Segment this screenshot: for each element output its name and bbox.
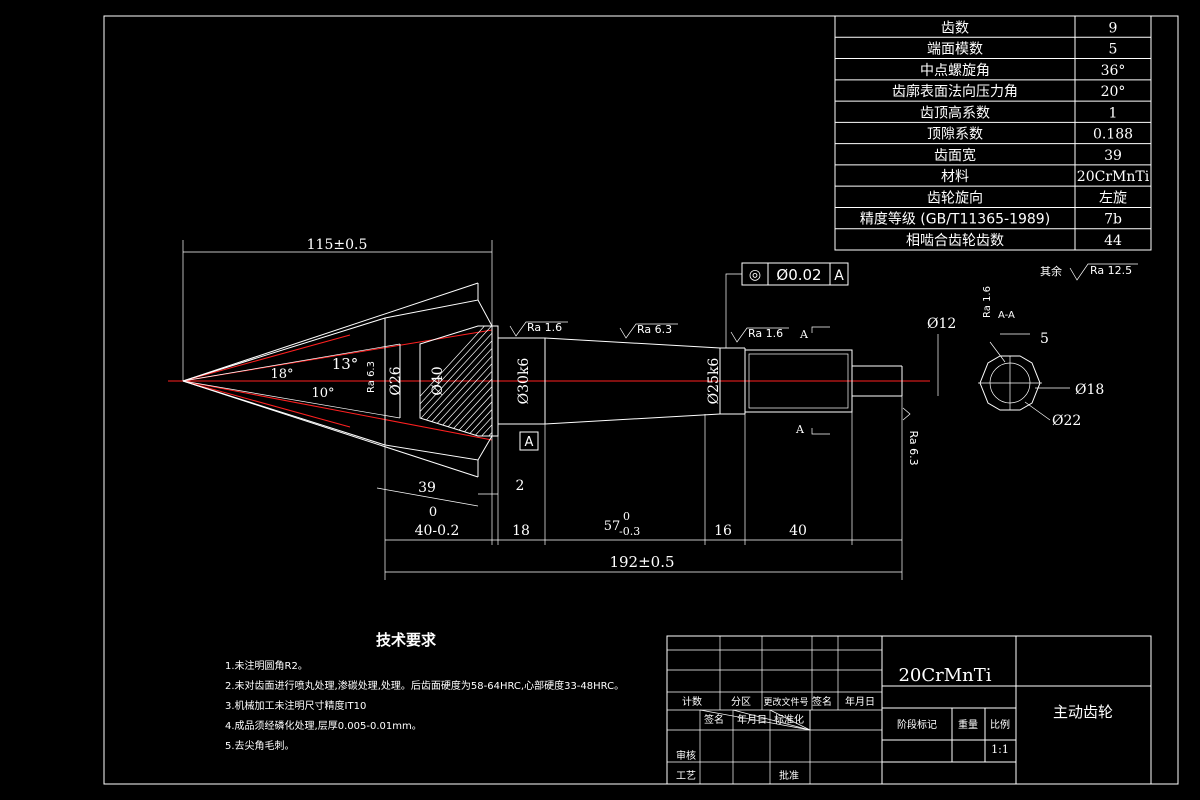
note-item: 2.未对齿面进行喷丸处理,渗碳处理,处理。后齿面硬度为58-64HRC,心部硬度… bbox=[225, 679, 624, 692]
param-label: 齿面宽 bbox=[934, 147, 976, 164]
dia-22: Ø22 bbox=[1052, 413, 1081, 429]
angle-10: 10° bbox=[311, 386, 334, 401]
param-value: 20CrMnTi bbox=[1077, 169, 1150, 185]
param-value: 39 bbox=[1104, 148, 1122, 164]
ra-6-3-shaft: Ra 6.3 bbox=[637, 323, 672, 336]
dim-115: 115±0.5 bbox=[307, 237, 368, 253]
section-view-a-a: A-A Ra 1.6 5 Ø18 Ø22 bbox=[978, 286, 1104, 429]
svg-text:其余: 其余 bbox=[1040, 264, 1062, 278]
param-label: 齿数 bbox=[941, 20, 969, 36]
svg-text:比例: 比例 bbox=[990, 718, 1010, 731]
svg-text:签名: 签名 bbox=[812, 695, 832, 708]
param-value: 1 bbox=[1109, 105, 1118, 121]
svg-text:阶段标记: 阶段标记 bbox=[897, 718, 937, 731]
ra-1-6-shaft: Ra 1.6 bbox=[527, 321, 562, 334]
svg-text:A: A bbox=[834, 268, 844, 284]
svg-text:更改文件号: 更改文件号 bbox=[763, 696, 808, 708]
param-label: 端面模数 bbox=[927, 42, 983, 58]
angle-13: 13° bbox=[332, 355, 359, 373]
dim-192: 192±0.5 bbox=[609, 553, 674, 571]
title-block: 20CrMnTi 主动齿轮 1:1 阶段标记 重量 比例 计数 分区 更改文件号… bbox=[666, 635, 1152, 785]
svg-text:A: A bbox=[525, 435, 534, 450]
dia-40: Ø40 bbox=[430, 366, 446, 395]
svg-text:0: 0 bbox=[623, 510, 630, 523]
param-value: 左旋 bbox=[1099, 190, 1127, 206]
svg-text:签名: 签名 bbox=[704, 713, 724, 726]
dim-18: 18 bbox=[512, 523, 530, 539]
param-value: 5 bbox=[1109, 42, 1118, 58]
svg-text:Ra 12.5: Ra 12.5 bbox=[1090, 264, 1132, 277]
svg-text:年月日: 年月日 bbox=[845, 695, 875, 708]
datum-box bbox=[519, 431, 539, 451]
drawing-frame bbox=[103, 15, 1179, 785]
svg-text:-0.3: -0.3 bbox=[619, 525, 640, 538]
dim-16: 16 bbox=[714, 523, 732, 539]
param-label: 顶隙系数 bbox=[927, 127, 983, 143]
svg-text:工艺: 工艺 bbox=[676, 770, 696, 782]
param-label: 齿轮旋向 bbox=[927, 190, 983, 206]
dia-18: Ø18 bbox=[1075, 382, 1104, 398]
param-value: 0.188 bbox=[1093, 127, 1133, 143]
svg-text:标准化: 标准化 bbox=[774, 713, 804, 726]
dim-39: 39 bbox=[418, 480, 436, 496]
dim-2: 2 bbox=[516, 478, 525, 494]
param-value: 9 bbox=[1109, 20, 1118, 36]
dia-25k6: Ø25k6 bbox=[706, 358, 722, 405]
svg-text:计数: 计数 bbox=[682, 695, 702, 708]
note-item: 5.去尖角毛刺。 bbox=[225, 739, 295, 752]
param-label: 材料 bbox=[941, 169, 969, 185]
ra-6-3-end: Ra 6.3 bbox=[907, 430, 920, 465]
gear-drawing: 115±0.5 18° 13° 10° Ra 6.3 Ø26 Ø40 Ø30k6… bbox=[168, 237, 956, 580]
concentricity-icon: ◎ bbox=[749, 267, 761, 283]
ra-6-3-cone: Ra 6.3 bbox=[366, 361, 377, 393]
dim-57: 57 bbox=[604, 519, 621, 534]
svg-text:Ø0.02: Ø0.02 bbox=[776, 266, 821, 284]
svg-text:年月日: 年月日 bbox=[737, 713, 767, 726]
note-item: 3.机械加工未注明尺寸精度IT10 bbox=[225, 699, 366, 712]
param-value: 36° bbox=[1101, 63, 1126, 79]
param-label: 中点螺旋角 bbox=[920, 63, 990, 79]
ra-1-6-spline: Ra 1.6 bbox=[748, 327, 783, 340]
svg-text:A: A bbox=[795, 423, 805, 436]
note-item: 4.成品须经磷化处理,层厚0.005-0.01mm。 bbox=[225, 719, 422, 732]
dim-40: 40 bbox=[789, 523, 807, 539]
title-material: 20CrMnTi bbox=[898, 665, 991, 686]
technical-notes: 技术要求 1.未注明圆角R2。 2.未对齿面进行喷丸处理,渗碳处理,处理。后齿面硬… bbox=[225, 631, 624, 752]
svg-text:A-A: A-A bbox=[998, 310, 1015, 321]
param-value: 44 bbox=[1104, 233, 1122, 249]
param-label: 精度等级 (GB/T11365-1989) bbox=[860, 211, 1050, 228]
notes-title: 技术要求 bbox=[376, 631, 437, 649]
param-label: 齿顶高系数 bbox=[920, 104, 990, 121]
param-label: 齿廓表面法向压力角 bbox=[892, 83, 1018, 100]
note-item: 1.未注明圆角R2。 bbox=[225, 659, 308, 672]
svg-text:5: 5 bbox=[1040, 331, 1049, 347]
param-label: 相啮合齿轮齿数 bbox=[906, 233, 1004, 249]
svg-text:Ra 1.6: Ra 1.6 bbox=[982, 286, 993, 318]
svg-text:0: 0 bbox=[429, 505, 437, 520]
dia-30k6: Ø30k6 bbox=[516, 358, 532, 405]
dia-26: Ø26 bbox=[388, 366, 404, 395]
svg-text:审核: 审核 bbox=[676, 749, 696, 762]
parameter-table: 齿数 9 端面模数 5 中点螺旋角 36° 齿廓表面法向压力角 20° 齿顶高系数 1 顶隙系数 0.… bbox=[834, 15, 1152, 251]
dim-40-0-2: 40-0.2 bbox=[415, 523, 460, 539]
param-value: 7b bbox=[1104, 212, 1122, 228]
svg-text:批准: 批准 bbox=[779, 769, 799, 782]
svg-text:重量: 重量 bbox=[958, 718, 978, 731]
angle-18: 18° bbox=[270, 367, 293, 382]
part-name: 主动齿轮 bbox=[1053, 703, 1113, 721]
scale-value: 1:1 bbox=[991, 743, 1009, 756]
param-value: 20° bbox=[1101, 84, 1126, 100]
svg-text:A: A bbox=[799, 328, 809, 341]
svg-text:分区: 分区 bbox=[731, 696, 751, 708]
dia-12: Ø12 bbox=[927, 316, 956, 332]
rest-roughness: 其余 Ra 12.5 bbox=[1040, 263, 1138, 281]
